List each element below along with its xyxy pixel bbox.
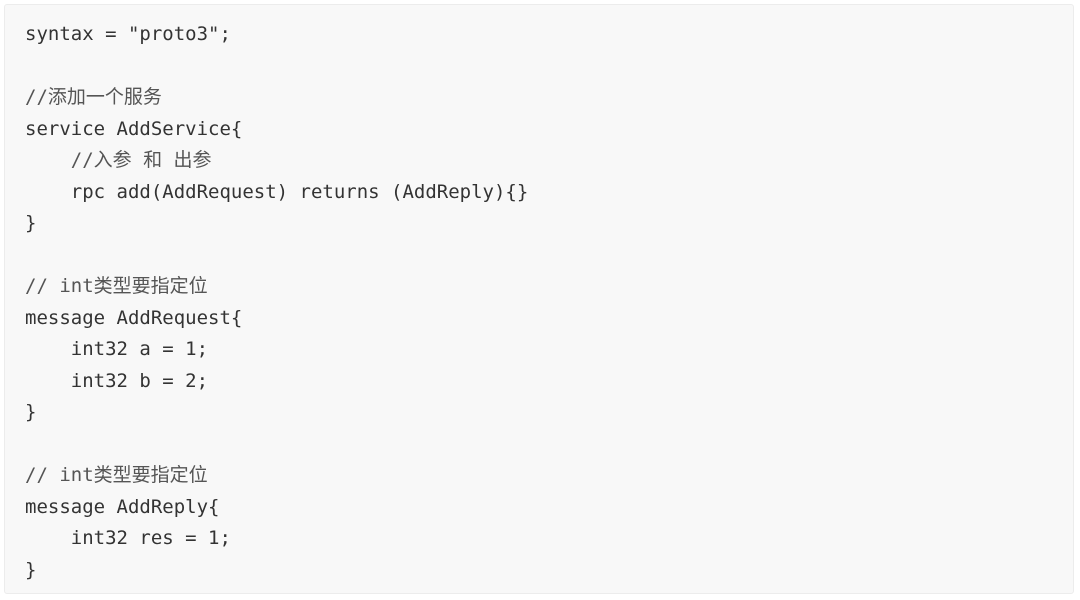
- code-comment-add-service: //添加一个服务: [25, 86, 162, 108]
- code-line-blank: [25, 240, 1073, 272]
- code-comment-params: //入参 和 出参: [25, 149, 212, 171]
- code-line-close-brace: }: [25, 401, 37, 423]
- code-block: syntax = "proto3"; //添加一个服务 service AddS…: [4, 4, 1074, 594]
- code-line-message-reply: message AddReply{: [25, 495, 220, 518]
- code-line-close-brace: }: [25, 558, 37, 581]
- code-line-field-a: int32 a = 1;: [25, 338, 209, 360]
- code-line-blank: [25, 51, 1073, 83]
- code-line-blank: [25, 429, 1073, 461]
- code-line-field-b: int32 b = 2;: [25, 369, 209, 392]
- code-line-message-request: message AddRequest{: [25, 306, 243, 329]
- code-comment-int-type: // int类型要指定位: [25, 275, 208, 297]
- code-line-syntax: syntax = "proto3";: [25, 23, 231, 45]
- code-line-rpc-add: rpc add(AddRequest) returns (AddReply){}: [25, 180, 529, 203]
- code-comment-int-type: // int类型要指定位: [25, 464, 208, 486]
- code-line-field-res: int32 res = 1;: [25, 527, 231, 549]
- code-line-service-decl: service AddService{: [25, 117, 243, 140]
- code-line-close-brace: }: [25, 212, 37, 234]
